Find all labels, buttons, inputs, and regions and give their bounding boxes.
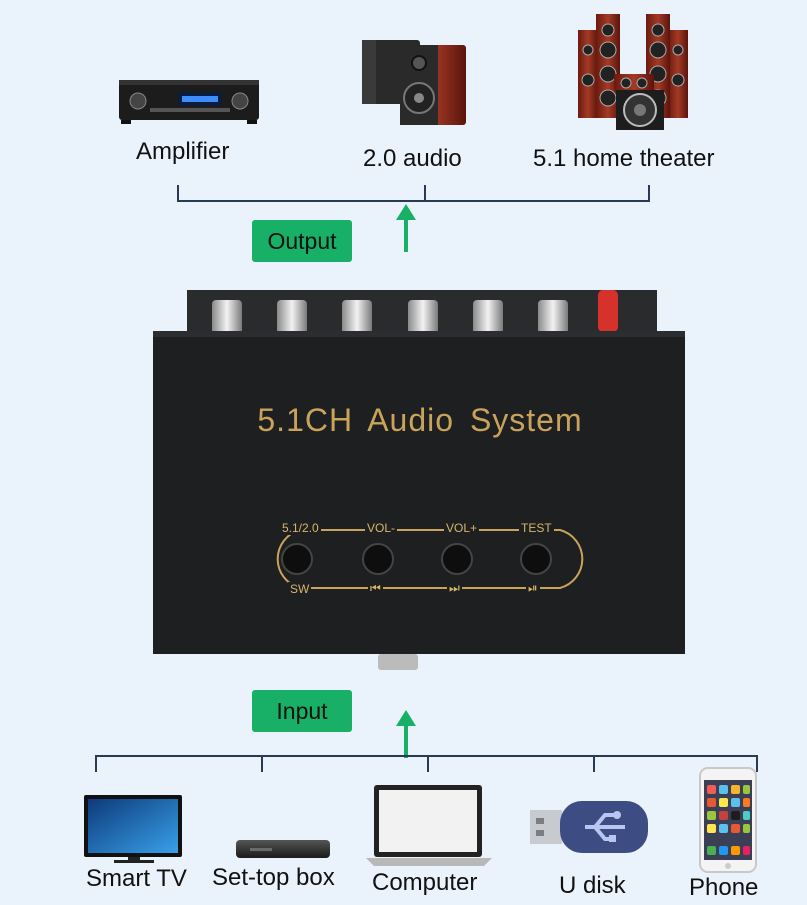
input-tag: Input xyxy=(252,690,352,732)
button-label-vol-up: VOL+ xyxy=(444,521,480,535)
button-label-play-pause: ⏯ xyxy=(526,581,540,595)
phone-icon xyxy=(699,767,757,873)
output-label-2-0-audio: 2.0 audio xyxy=(363,145,462,172)
input-label-smart-tv: Smart TV xyxy=(86,865,187,892)
input-label-phone: Phone xyxy=(689,874,759,901)
input-label-u-disk: U disk xyxy=(559,872,626,899)
input-arrow xyxy=(396,710,416,758)
set-top-box-icon xyxy=(236,840,330,858)
output-bracket xyxy=(177,185,650,202)
output-label-amplifier: Amplifier xyxy=(136,138,230,165)
home-theater-speakers-icon xyxy=(578,14,688,130)
smart-tv-icon xyxy=(84,795,182,863)
button-label-sw: SW xyxy=(288,582,312,596)
button-label-previous: ⏮ xyxy=(368,581,383,595)
input-label-set-top-box: Set-top box xyxy=(212,864,335,891)
input-bracket xyxy=(95,755,758,772)
audio-system-device xyxy=(153,290,685,670)
button-label-test: TEST xyxy=(519,521,554,535)
device-buttons xyxy=(281,543,552,575)
output-label-home-theater: 5.1 home theater xyxy=(533,145,715,172)
device-title: 5.1CH Audio System xyxy=(257,402,583,438)
rca-output-jacks xyxy=(212,290,618,334)
usb-drive-icon xyxy=(530,801,648,853)
output-arrow xyxy=(396,204,416,252)
button-label-next: ⏭ xyxy=(447,581,462,595)
button-label-mode: 5.1/2.0 xyxy=(280,521,321,535)
bookshelf-speakers-icon xyxy=(362,40,466,125)
input-label-computer: Computer xyxy=(372,869,478,896)
output-tag: Output xyxy=(252,220,352,262)
laptop-icon xyxy=(366,785,492,866)
amplifier-icon xyxy=(119,80,259,124)
button-label-vol-down: VOL- xyxy=(365,521,398,535)
